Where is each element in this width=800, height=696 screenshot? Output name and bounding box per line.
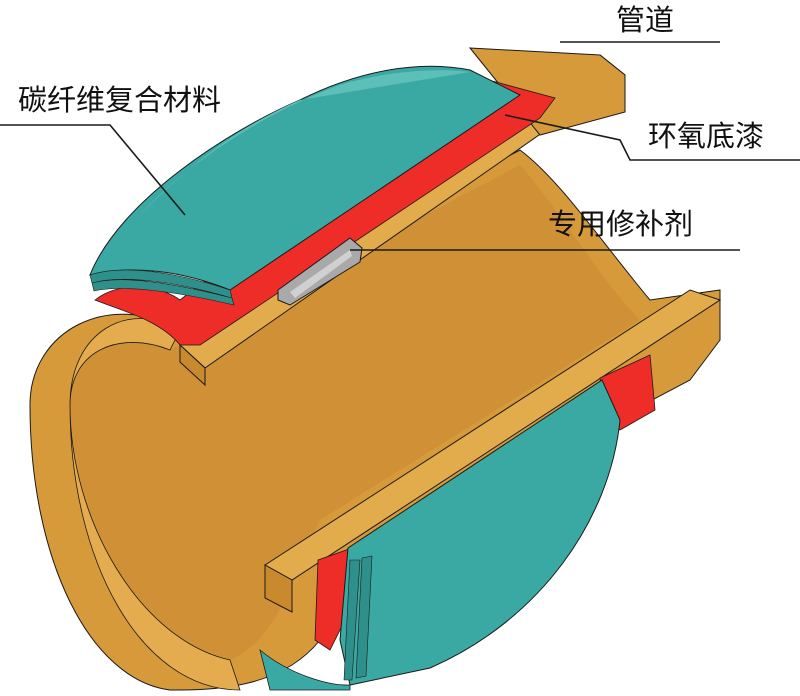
carbon-fiber-lower (259, 379, 621, 691)
upper-pipe-cut-face (179, 343, 206, 387)
carbon-fiber-upper (89, 65, 521, 306)
epoxy-primer-label: 环氧底漆 (648, 119, 765, 153)
carbon-fiber-lower-bottom-edge (259, 648, 351, 691)
carbon-fiber-label: 碳纤维复合材料 (18, 83, 222, 117)
lower-pipe-cut-face (264, 564, 293, 613)
repair-agent-label: 专用修补剂 (548, 207, 694, 241)
callout-lines (0, 41, 800, 251)
carbon-fiber-leader-line (0, 124, 186, 216)
pipe (29, 149, 721, 691)
carbon-fiber-upper-top (89, 65, 521, 291)
pipe-label: 管道 (616, 3, 675, 37)
epoxy-primer-leader-line (504, 114, 800, 161)
carbon-fiber-lower-layers (343, 555, 373, 681)
pipe-inner-bore (70, 165, 640, 661)
repair-agent-highlight (290, 250, 352, 298)
carbon-fiber-lower-body (339, 379, 621, 686)
carbon-fiber-upper-layers (89, 269, 235, 306)
